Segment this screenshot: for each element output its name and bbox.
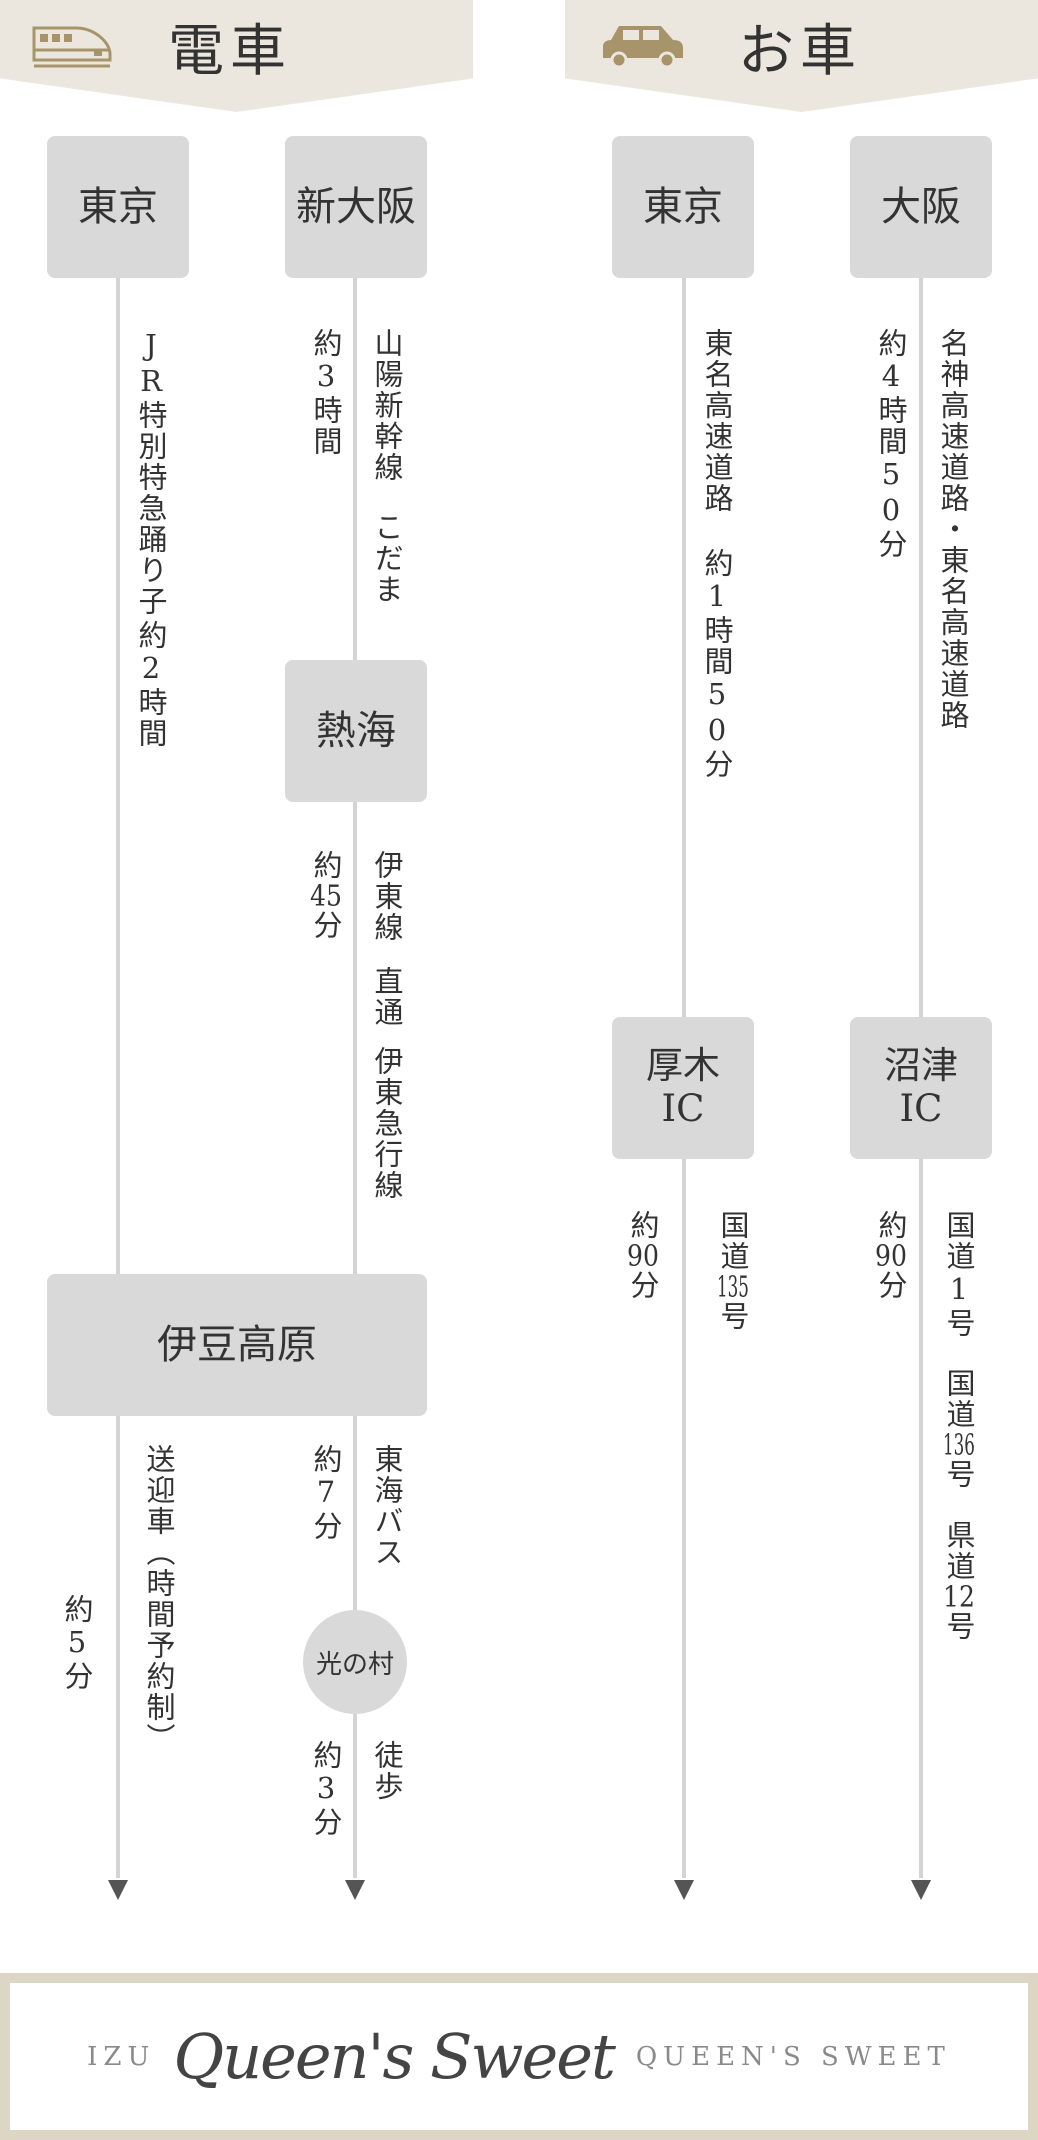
car-icon xyxy=(597,20,687,74)
station-shin-osaka: 新大阪 xyxy=(285,136,427,278)
arrow-down-icon xyxy=(674,1880,694,1900)
footer-logo: Queen's Sweet xyxy=(173,2020,615,2093)
arrow-down-icon xyxy=(345,1880,365,1900)
station-atami: 熱海 xyxy=(285,660,427,802)
route-tomei-time: 約1時間50分 xyxy=(700,548,734,780)
station-label: 新大阪 xyxy=(296,184,416,230)
car-title: お車 xyxy=(738,19,862,84)
route-bus-time: 約7分 xyxy=(309,1444,343,1542)
train-title: 電車 xyxy=(168,19,292,84)
arrow-down-icon xyxy=(108,1880,128,1900)
stop-hikari-no-mura: 光の村 xyxy=(303,1610,407,1714)
route-135: 国道135号 xyxy=(716,1210,750,1332)
route-meishin: 名神高速道路・東名高速道路 xyxy=(936,328,970,731)
line-tokyo-izukogen xyxy=(116,276,120,1878)
route-tomei: 東名高速道路 xyxy=(700,328,734,514)
station-label: 沼津 xyxy=(884,1044,958,1088)
route-ito-line: 伊東線 xyxy=(370,850,404,943)
footer-name: QUEEN'S SWEET xyxy=(635,2041,951,2072)
station-izu-kogen: 伊豆高原 xyxy=(47,1274,427,1416)
route-walk-time: 約3分 xyxy=(309,1740,343,1838)
station-label: 熱海 xyxy=(316,708,396,754)
station-tokyo: 東京 xyxy=(47,136,189,278)
car-station-osaka: 大阪 xyxy=(850,136,992,278)
car-station-atsugi-ic: 厚木 IC xyxy=(612,1017,754,1159)
route-izukyu-line: 伊東急行線 xyxy=(370,1046,404,1201)
route-sanyo-time: 約3時間 xyxy=(309,328,343,457)
station-label: 東京 xyxy=(643,184,723,230)
footer-izu: IZU xyxy=(87,2041,156,2072)
route-numazu-time: 約90分 xyxy=(874,1210,908,1301)
arrow-down-icon xyxy=(911,1880,931,1900)
station-sublabel: IC xyxy=(899,1087,943,1130)
station-label: 伊豆高原 xyxy=(157,1322,317,1368)
car-station-numazu-ic: 沼津 IC xyxy=(850,1017,992,1159)
train-icon xyxy=(30,20,114,76)
route-walk: 徒歩 xyxy=(370,1740,404,1802)
route-tokai-bus: 東海バス xyxy=(370,1444,404,1568)
footer-banner: IZU Queen's Sweet QUEEN'S SWEET xyxy=(0,1973,1038,2140)
line-shinosaka-izukogen xyxy=(353,276,357,1878)
route-shuttle: 送迎車（時間予約制） xyxy=(142,1444,176,1754)
route-shuttle-time: 約5分 xyxy=(60,1594,94,1692)
route-sanyo-line: 山陽新幹線 xyxy=(370,328,404,483)
station-label: 東京 xyxy=(78,184,158,230)
route-meishin-time: 約4時間50分 xyxy=(874,328,908,560)
station-sublabel: IC xyxy=(661,1087,705,1130)
route-pref-12: 県道12号 xyxy=(942,1520,976,1642)
route-atsugi-time: 約90分 xyxy=(626,1210,660,1301)
station-label: 厚木 xyxy=(646,1044,720,1088)
route-odoriko-line: JR特別特急踊り子 xyxy=(134,328,168,617)
stop-label: 光の村 xyxy=(315,1649,394,1680)
route-odoriko-time: 約2時間 xyxy=(134,620,168,749)
station-label: 大阪 xyxy=(881,184,961,230)
route-kodama: こだま xyxy=(370,512,404,605)
route-ito-time: 約45分 xyxy=(309,850,343,941)
route-direct: 直通 xyxy=(370,966,404,1028)
footer-inner: IZU Queen's Sweet QUEEN'S SWEET xyxy=(10,1983,1028,2130)
route-1: 国道1号 xyxy=(942,1210,976,1339)
car-station-tokyo: 東京 xyxy=(612,136,754,278)
route-136: 国道136号 xyxy=(942,1368,976,1490)
